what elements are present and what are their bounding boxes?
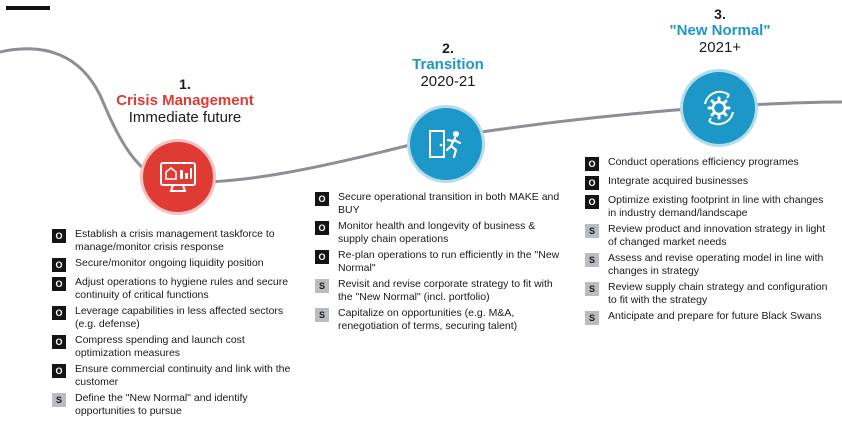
operations-badge: O: [52, 277, 66, 291]
phase-number: 3.: [714, 6, 726, 22]
strategy-badge: S: [315, 279, 329, 293]
decorative-top-bar: [6, 6, 50, 10]
operations-badge: O: [52, 335, 66, 349]
phase-title: Transition: [412, 56, 484, 74]
operations-badge: O: [315, 250, 329, 264]
phase-number: 2.: [442, 40, 454, 56]
strategy-badge: S: [585, 311, 599, 325]
strategy-badge: S: [585, 282, 599, 296]
exit-door-runner-icon: [429, 130, 462, 159]
operations-badge: O: [52, 229, 66, 243]
phase-number: 1.: [179, 76, 191, 92]
operations-badge: O: [52, 364, 66, 378]
operations-badge: O: [585, 176, 599, 190]
strategy-badge: S: [315, 308, 329, 322]
operations-badge: O: [315, 221, 329, 235]
strategy-badge: S: [52, 393, 66, 407]
operations-badge: O: [52, 258, 66, 272]
phase-crisis-management: 1. Crisis Management Immediate future: [95, 76, 275, 127]
phase-new-normal: 3. "New Normal" 2021+: [630, 6, 810, 57]
phase-subtitle: 2020-21: [420, 73, 476, 91]
phase-title: Crisis Management: [116, 92, 254, 110]
strategy-badge: S: [585, 253, 599, 267]
operations-badge: O: [315, 192, 329, 206]
operations-badge: O: [585, 195, 599, 209]
dashboard-monitor-icon: [160, 162, 196, 192]
phase-subtitle: Immediate future: [128, 109, 242, 127]
phase-subtitle: 2021+: [698, 39, 742, 57]
new-normal-circle: [683, 72, 755, 144]
crisis-circle: [143, 142, 213, 212]
gear-cycle-icon: [704, 90, 734, 126]
phase-transition: 2. Transition 2020-21: [358, 40, 538, 91]
operations-badge: O: [585, 157, 599, 171]
phase-title: "New Normal": [669, 22, 771, 40]
operations-badge: O: [52, 306, 66, 320]
strategy-badge: S: [585, 224, 599, 238]
transition-circle: [410, 108, 482, 180]
